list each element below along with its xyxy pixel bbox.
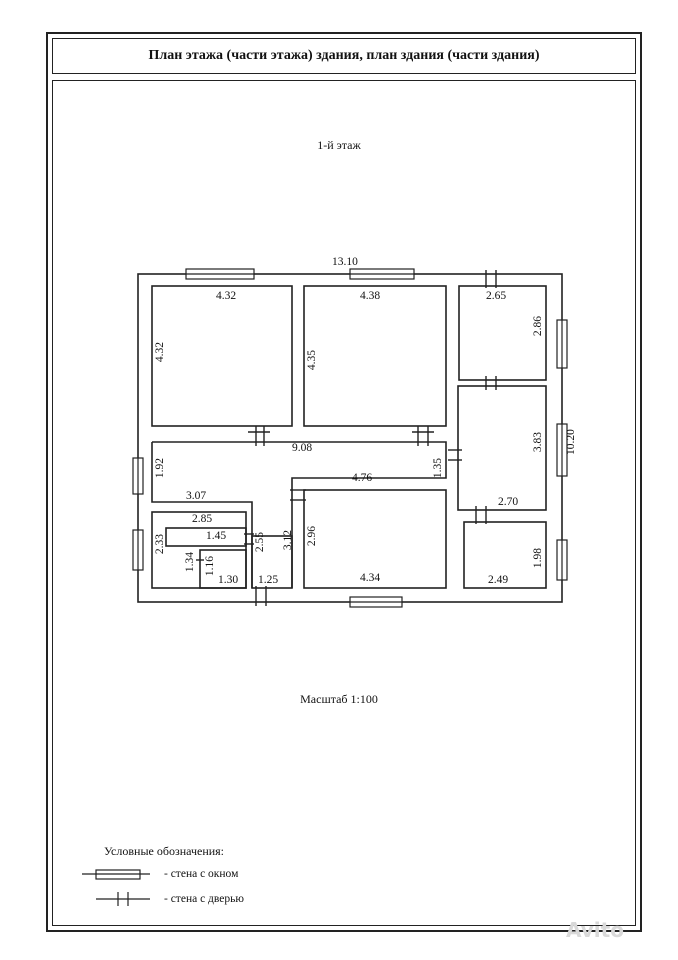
hall bbox=[152, 441, 447, 588]
floor-label: 1-й этаж bbox=[317, 138, 361, 152]
dim-wc2-w: 1.30 bbox=[218, 574, 239, 586]
avito-watermark: Avito bbox=[566, 918, 624, 942]
dim-vest-w: 1.25 bbox=[258, 574, 279, 586]
dim-hall-side: 1.35 bbox=[432, 457, 445, 479]
dim-r5-w: 2.49 bbox=[488, 574, 509, 586]
dim-r1-w: 4.32 bbox=[216, 290, 237, 302]
dim-r2-w: 4.38 bbox=[360, 290, 381, 302]
outer-frame bbox=[46, 32, 642, 932]
wc bbox=[199, 549, 247, 589]
bath-inner bbox=[165, 527, 247, 547]
dim-left-w: 3.07 bbox=[186, 490, 207, 502]
dim-r4-w: 2.70 bbox=[498, 496, 519, 508]
dim-bath-side: 2.55 bbox=[254, 531, 267, 553]
outer-wall bbox=[137, 273, 563, 603]
legend-title: Условные обозначения: bbox=[104, 844, 225, 858]
room-1 bbox=[151, 285, 293, 427]
legend-window: - стена с окном bbox=[164, 868, 239, 880]
dim-total-width: 13.10 bbox=[332, 256, 358, 268]
page-title: План этажа (части этажа) здания, план зд… bbox=[52, 38, 636, 74]
dim-r6-w: 4.34 bbox=[360, 572, 381, 584]
room-2 bbox=[303, 285, 447, 427]
dim-r5-h: 1.98 bbox=[532, 547, 545, 569]
dim-r4-h: 3.83 bbox=[532, 431, 545, 453]
drawing-frame bbox=[52, 80, 636, 926]
scale-label: Масштаб 1:100 bbox=[300, 692, 378, 706]
dim-r3-h: 2.86 bbox=[532, 315, 545, 337]
dim-hall-w: 9.08 bbox=[292, 442, 313, 454]
room-5 bbox=[463, 521, 547, 589]
dim-total-height: 10.20 bbox=[564, 429, 577, 455]
dim-corr-w: 4.76 bbox=[352, 472, 373, 484]
dim-corr-h: 3.12 bbox=[282, 529, 295, 551]
dim-r2-h: 4.35 bbox=[306, 349, 319, 371]
dim-r6-h: 2.96 bbox=[306, 525, 319, 547]
dim-hall-h: 1.92 bbox=[154, 457, 167, 479]
vestibule bbox=[251, 535, 293, 589]
legend-door: - стена с дверью bbox=[164, 893, 244, 905]
dim-bath-h: 2.33 bbox=[154, 533, 167, 555]
dim-r3-w: 2.65 bbox=[486, 290, 507, 302]
dim-wc-w: 1.45 bbox=[206, 530, 227, 542]
dim-bath-w: 2.85 bbox=[192, 513, 213, 525]
dim-wc2-h: 1.16 bbox=[204, 555, 217, 577]
room-4 bbox=[457, 385, 547, 511]
room-3 bbox=[458, 285, 547, 381]
room-6 bbox=[303, 489, 447, 589]
dim-wc-h: 1.34 bbox=[184, 551, 197, 573]
dim-r1-h: 4.32 bbox=[154, 341, 167, 363]
